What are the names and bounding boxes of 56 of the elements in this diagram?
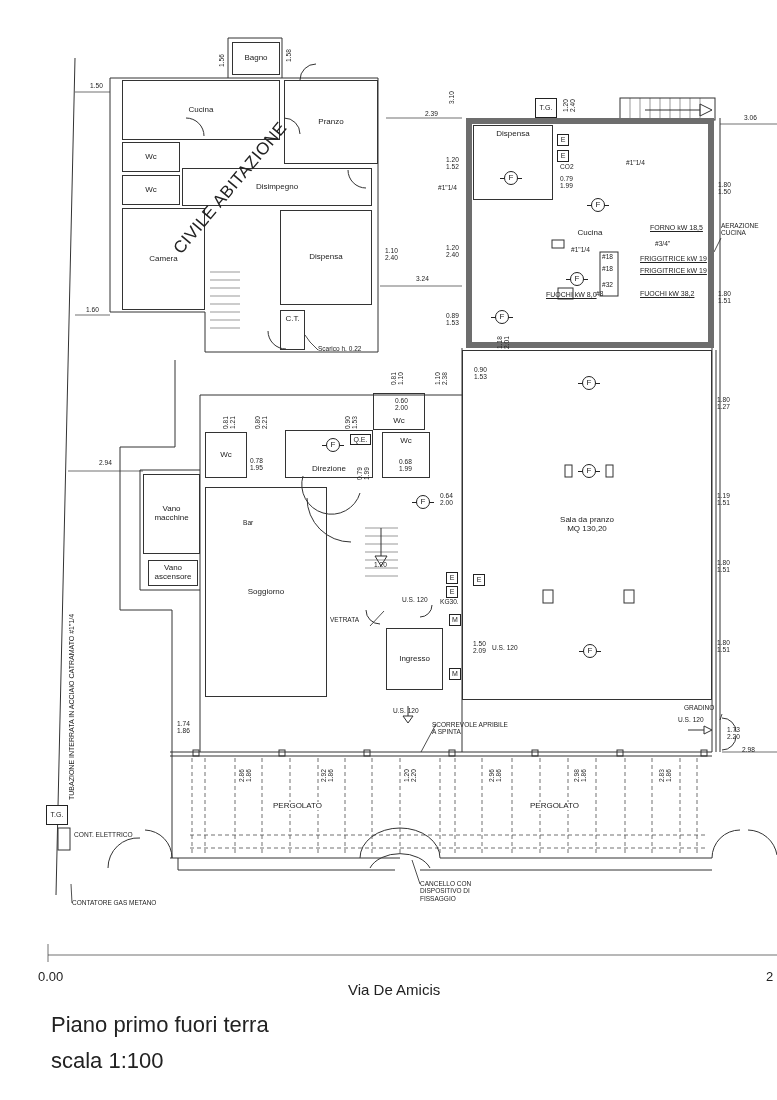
room-outline	[386, 628, 443, 690]
scale-value: 2	[766, 970, 774, 983]
circled-letter-symbol: F	[412, 494, 434, 510]
room-name: Wc	[219, 450, 233, 460]
leader-line	[420, 723, 437, 753]
scale-note: scala 1:100	[51, 1048, 164, 1074]
street-name: Via De Amicis	[348, 982, 441, 997]
leader-line	[369, 610, 385, 627]
scale-value: 0.00	[38, 970, 64, 983]
room-name: Wc	[399, 437, 413, 446]
circled-letter-symbol: F	[500, 170, 522, 186]
room-outline	[473, 125, 553, 200]
circled-letter-symbol: F	[587, 197, 609, 213]
room-name: C.T.	[284, 315, 301, 324]
plan-title: Piano primo fuori terra	[51, 1012, 269, 1038]
room-name: MQ 130,20	[566, 525, 608, 534]
room-name: Direzione	[311, 465, 347, 474]
leader-line	[713, 237, 722, 253]
circled-letter-symbol: F	[578, 463, 600, 479]
room-name: Pranzo	[317, 117, 345, 127]
room-name: Sala da pranzo	[559, 516, 615, 525]
room-name: Dispensa	[495, 130, 531, 139]
room-name: Wc	[392, 417, 406, 426]
room-outline	[143, 474, 200, 554]
room-name: PERGOLATO	[271, 801, 324, 811]
room-outline	[205, 487, 327, 697]
circled-letter-symbol: F	[566, 271, 588, 287]
room-name: Wc	[144, 152, 158, 162]
room-name: Dispensa	[308, 253, 344, 262]
room-outline	[466, 118, 714, 348]
room-outline	[285, 430, 373, 478]
circled-letter-symbol: F	[579, 643, 601, 659]
room-name: Cucina	[187, 105, 215, 115]
room-name: Wc	[144, 185, 158, 195]
room-outline	[232, 42, 280, 75]
room-name: Soggiorno	[246, 587, 286, 597]
room-outline	[205, 432, 247, 478]
room-outline	[280, 310, 305, 350]
room-name: Camera	[148, 254, 179, 264]
room-name: Cucina	[576, 228, 604, 238]
circled-letter-symbol: F	[491, 309, 513, 325]
room-outline	[373, 393, 425, 430]
room-outline	[280, 210, 372, 305]
room-name: PERGOLATO	[528, 801, 581, 811]
room-outline	[382, 432, 430, 478]
room-outline	[462, 350, 712, 700]
room-name: Bagno	[243, 54, 269, 63]
leader-line	[70, 883, 73, 904]
circled-letter-symbol: F	[322, 437, 344, 453]
leader-line	[719, 713, 723, 721]
leader-line	[411, 859, 421, 885]
room-outline	[122, 142, 180, 172]
room-outline	[122, 175, 180, 205]
leader-line	[304, 334, 319, 351]
room-name: Ingresso	[398, 654, 431, 664]
circled-letter-symbol: F	[578, 375, 600, 391]
